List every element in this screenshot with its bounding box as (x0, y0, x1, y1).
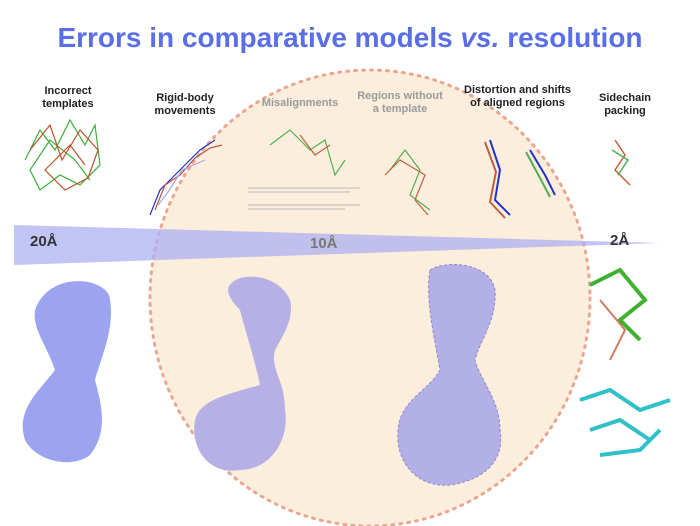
incorrect-templates-structure (24, 118, 101, 191)
atomic-model-cartoon (579, 267, 671, 457)
label-rigid-body: Rigid-body movements (154, 92, 216, 117)
title-italic: vs. (460, 22, 500, 53)
title-text: Errors in comparative models (57, 22, 461, 53)
high-resolution-density (397, 264, 502, 486)
label-distortion-shifts: Distortion and shifts of aligned regions (464, 84, 571, 109)
alignment-text-lines (248, 187, 360, 210)
label-sidechain-packing: Sidechain packing (599, 92, 651, 117)
resolution-10: 10Å (310, 235, 338, 252)
misalignment-structure (269, 129, 346, 177)
sidechain-structure (611, 139, 631, 186)
label-regions-without-template: Regions without a template (357, 90, 443, 115)
resolution-2: 2Å (610, 232, 630, 249)
label-incorrect-templates: Incorrect templates (42, 85, 94, 110)
distortion-structure (484, 139, 556, 219)
resolution-20: 20Å (30, 233, 58, 250)
title-end: resolution (499, 22, 643, 53)
slide-title: Errors in comparative models vs. resolut… (0, 22, 700, 54)
rigid-body-structure (149, 139, 223, 216)
resolution-wedge (14, 225, 660, 265)
low-resolution-density (22, 281, 112, 463)
label-misalignments: Misalignments (261, 97, 339, 109)
regions-without-template-structure (384, 149, 431, 216)
medium-resolution-density (194, 276, 292, 471)
